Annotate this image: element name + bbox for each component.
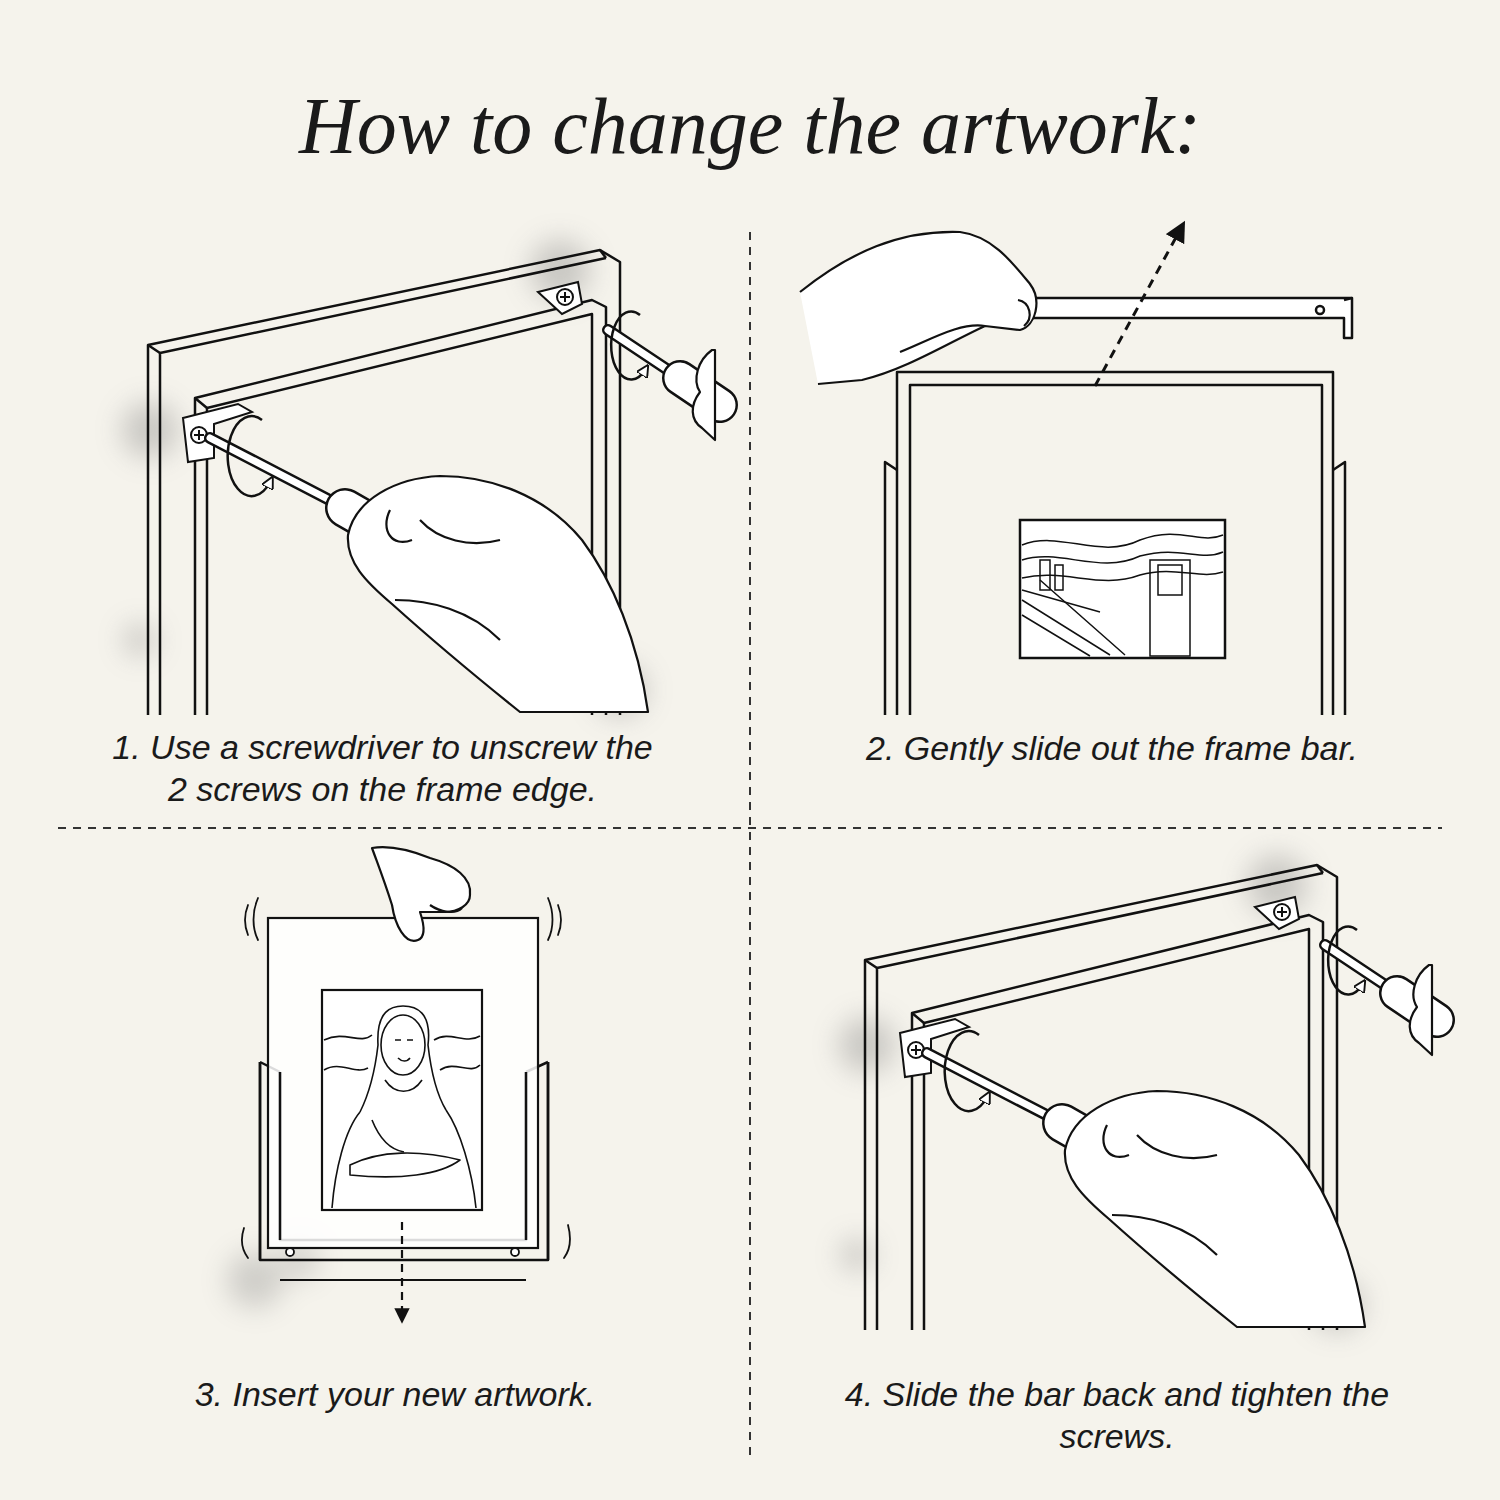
step2-illustration xyxy=(1020,520,1225,658)
step2-illustration xyxy=(1022,590,1100,612)
step3-illustration xyxy=(322,990,482,1210)
step2-illustration xyxy=(885,462,897,715)
panel-dividers xyxy=(58,827,1442,829)
step3-illustration xyxy=(430,905,462,912)
step3-illustration xyxy=(268,918,538,1248)
step2-illustration xyxy=(910,385,1322,715)
step3-illustration xyxy=(381,1015,425,1075)
step3-illustration xyxy=(360,1006,446,1112)
step2-illustration xyxy=(1040,560,1050,590)
step2-illustration xyxy=(1316,306,1324,314)
step1-illustration xyxy=(122,240,720,716)
step2-illustration xyxy=(1022,534,1223,656)
step2-illustration xyxy=(800,232,1036,384)
step3-illustration xyxy=(324,1035,480,1040)
step3-illustration xyxy=(242,898,570,1258)
step2-illustration xyxy=(1158,565,1182,595)
step3-illustration xyxy=(395,1040,413,1061)
step3-illustration xyxy=(242,1225,570,1258)
step3-illustration xyxy=(401,1222,403,1316)
step3-illustration xyxy=(286,1248,294,1256)
step2-illustration xyxy=(1022,571,1223,580)
step2-illustration xyxy=(900,325,985,352)
step2-illustration xyxy=(885,372,1345,715)
step3-illustration xyxy=(372,847,470,941)
step-caption: 2. Gently slide out the frame bar. xyxy=(812,727,1412,769)
step2-illustration xyxy=(1022,552,1223,563)
step3-illustration xyxy=(385,1080,422,1091)
step2-illustration xyxy=(1055,565,1063,590)
step3-illustration xyxy=(548,898,561,940)
step3-illustration xyxy=(332,1110,476,1208)
step2-illustration xyxy=(800,230,1352,715)
step3-illustration xyxy=(245,898,258,940)
step3-illustration xyxy=(324,1065,480,1070)
step3-illustration xyxy=(227,1242,318,1308)
step3-illustration xyxy=(511,1248,519,1256)
step2-illustration xyxy=(1150,560,1190,656)
step2-illustration xyxy=(800,232,1036,384)
step2-illustration xyxy=(1095,230,1180,386)
step3-illustration xyxy=(372,1120,404,1152)
step-caption: 3. Insert your new artwork. xyxy=(95,1373,695,1415)
step-caption: 1. Use a screwdriver to unscrew the 2 sc… xyxy=(105,726,660,810)
step2-illustration xyxy=(1333,462,1345,715)
step4-illustration xyxy=(839,855,1437,1331)
step2-illustration xyxy=(1018,300,1030,326)
page-title: How to change the artwork: xyxy=(50,78,1450,174)
step2-illustration xyxy=(1022,534,1223,547)
step2-illustration xyxy=(1344,298,1352,300)
step2-illustration xyxy=(897,372,1333,715)
step3-illustration xyxy=(286,1248,519,1256)
step3-illustration xyxy=(350,1153,460,1177)
panel-dividers xyxy=(749,232,751,1462)
step3-illustration xyxy=(324,1006,480,1208)
step2-illustration xyxy=(1022,580,1125,656)
step3-illustration xyxy=(227,847,570,1316)
panel-dividers xyxy=(58,232,1442,1462)
step3-illustration xyxy=(372,847,470,941)
step-caption: 4. Slide the bar back and tighten the sc… xyxy=(837,1373,1397,1457)
